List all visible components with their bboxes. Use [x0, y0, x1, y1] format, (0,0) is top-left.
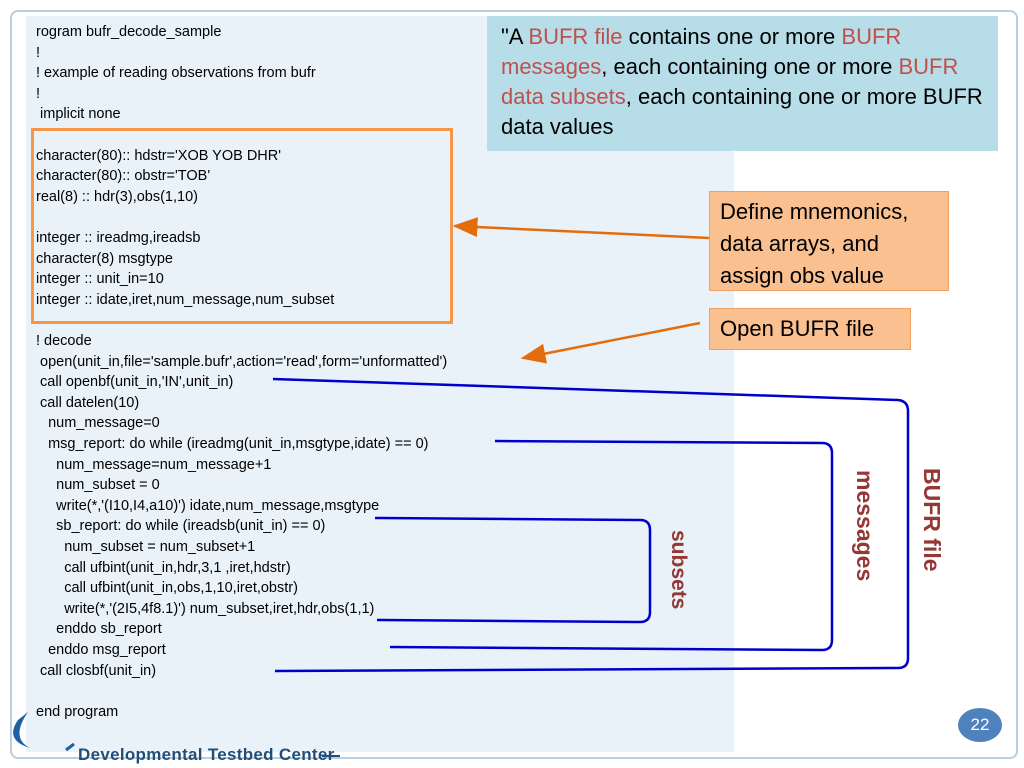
- code-line: real(8) :: hdr(3),obs(1,10): [36, 188, 198, 205]
- code-line: call ufbint(unit_in,obs,1,10,iret,obstr): [36, 580, 298, 597]
- code-line: character(8) msgtype: [36, 250, 173, 267]
- code-line: num_subset = num_subset+1: [36, 539, 256, 555]
- declaration-highlight-box: [31, 128, 453, 324]
- quote-text-1: "A: [501, 24, 529, 49]
- code-line: open(unit_in,file='sample.bufr',action='…: [36, 353, 448, 370]
- quote-text-3: , each containing one or more: [601, 54, 899, 79]
- quote-bufr-file: BUFR file: [528, 24, 623, 49]
- messages-bracket: [389, 439, 834, 652]
- label-bufr-file: BUFR file: [919, 468, 945, 572]
- page-number: 22: [958, 708, 1002, 742]
- bufr-file-bracket: [272, 377, 910, 673]
- quote-bufr-data-subsets: BUFR data subsets: [501, 54, 959, 109]
- label-messages: messages: [852, 470, 878, 582]
- quote-text-4: , each containing one or more BUFR data …: [501, 84, 983, 139]
- open-arrow: [520, 321, 701, 364]
- code-line: ! decode: [36, 333, 92, 349]
- code-line: character(80):: hdstr='XOB YOB DHR': [36, 147, 282, 164]
- code-line: write(*,'(I10,I4,a10)') idate,num_messag…: [36, 497, 380, 514]
- code-line: !: [36, 85, 41, 102]
- quote-text-2: contains one or more: [622, 24, 842, 49]
- subsets-bracket: [374, 516, 652, 624]
- code-line: integer :: ireadmg,ireadsb: [36, 230, 201, 246]
- code-line: end program: [36, 703, 119, 720]
- code-line: sb_report: do while (ireadsb(unit_in) ==…: [36, 518, 326, 535]
- callout-open-bufr-file: Open BUFR file: [709, 308, 911, 350]
- code-line: integer :: idate,iret,num_message,num_su…: [36, 291, 335, 308]
- code-line: num_message=num_message+1: [36, 456, 272, 473]
- code-line: num_subset = 0: [36, 477, 160, 494]
- code-line: call openbf(unit_in,'IN',unit_in): [36, 374, 234, 391]
- footer-rule: [65, 742, 75, 752]
- code-line: character(80):: obstr='TOB': [36, 168, 211, 185]
- code-line: call ufbint(unit_in,hdr,3,1 ,iret,hdstr): [36, 559, 291, 576]
- code-line: num_message=0: [36, 415, 160, 432]
- bufr-definition-quote: "A BUFR file contains one or more BUFR m…: [487, 16, 998, 151]
- footer-org-name: Developmental Testbed Center: [78, 745, 335, 764]
- code-line: ! example of reading observations from b…: [36, 65, 316, 82]
- code-line: call datelen(10): [36, 394, 140, 411]
- code-line: msg_report: do while (ireadmg(unit_in,ms…: [36, 436, 429, 452]
- define-arrow: [452, 217, 710, 240]
- quote-bufr-messages: BUFR messages: [501, 24, 902, 79]
- code-line: enddo sb_report: [36, 621, 162, 638]
- dtc-logo-swirl: [13, 712, 30, 748]
- code-line: rogram bufr_decode_sample: [36, 24, 222, 40]
- label-subsets: subsets: [667, 530, 690, 610]
- code-line: implicit none: [36, 106, 121, 123]
- code-line: !: [36, 44, 41, 61]
- code-line: integer :: unit_in=10: [36, 271, 164, 288]
- code-line: enddo msg_report: [36, 642, 166, 658]
- code-line: call closbf(unit_in): [36, 662, 157, 679]
- code-line: write(*,'(2I5,4f8.1)') num_subset,iret,h…: [36, 600, 375, 617]
- callout-define-mnemonics: Define mnemonics, data arrays, and assig…: [709, 191, 949, 291]
